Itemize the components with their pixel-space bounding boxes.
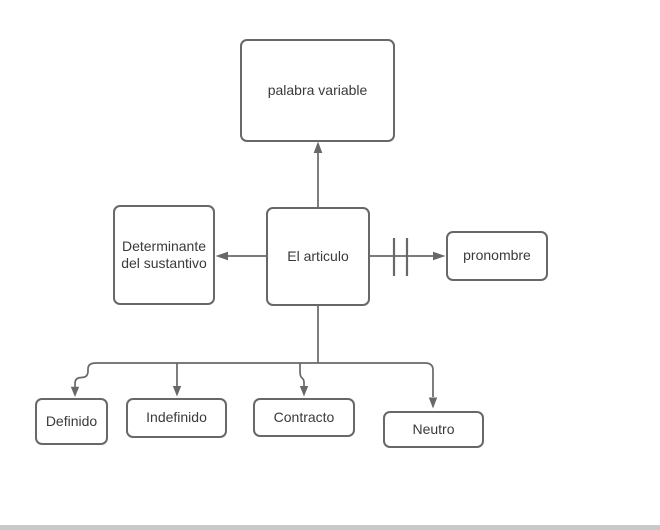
arrow-down-icon <box>299 386 309 397</box>
node-label: Determinante del sustantivo <box>121 237 207 272</box>
edge-articulo-to-pronombre <box>370 238 446 276</box>
arrow-down-icon <box>172 386 182 397</box>
node-determinante-del-sustantivo[interactable]: Determinante del sustantivo <box>113 205 215 305</box>
node-contracto[interactable]: Contracto <box>253 398 355 437</box>
arrow-right-icon <box>433 251 446 261</box>
edge-articulo-branch-trunk <box>96 306 425 364</box>
arrow-down-icon <box>428 397 438 409</box>
window-bottom-edge <box>0 525 660 530</box>
node-label: palabra variable <box>267 81 368 98</box>
node-definido[interactable]: Definido <box>35 398 108 445</box>
arrow-down-icon <box>70 386 80 397</box>
edge-articulo-to-palabra-variable <box>313 141 323 207</box>
node-pronombre[interactable]: pronombre <box>446 231 548 281</box>
edge-branch-to-contracto <box>299 363 309 397</box>
node-label: pronombre <box>463 247 531 264</box>
node-label: El articulo <box>287 247 349 264</box>
node-label: Indefinido <box>146 409 207 426</box>
node-palabra-variable[interactable]: palabra variable <box>240 39 395 142</box>
double-bar-icon <box>392 238 409 276</box>
node-indefinido[interactable]: Indefinido <box>126 398 227 438</box>
node-neutro[interactable]: Neutro <box>383 411 484 448</box>
edge-branch-to-neutro <box>424 362 438 409</box>
arrow-left-icon <box>215 251 228 261</box>
edge-branch-to-indefinido <box>172 363 182 397</box>
edge-articulo-to-determinante <box>215 251 266 261</box>
node-label: Neutro <box>412 420 455 437</box>
node-label: Definido <box>45 412 98 429</box>
edge-branch-to-definido <box>70 362 97 397</box>
node-el-articulo[interactable]: El articulo <box>266 207 370 306</box>
arrow-up-icon <box>313 141 323 153</box>
node-label: Contracto <box>273 408 335 425</box>
